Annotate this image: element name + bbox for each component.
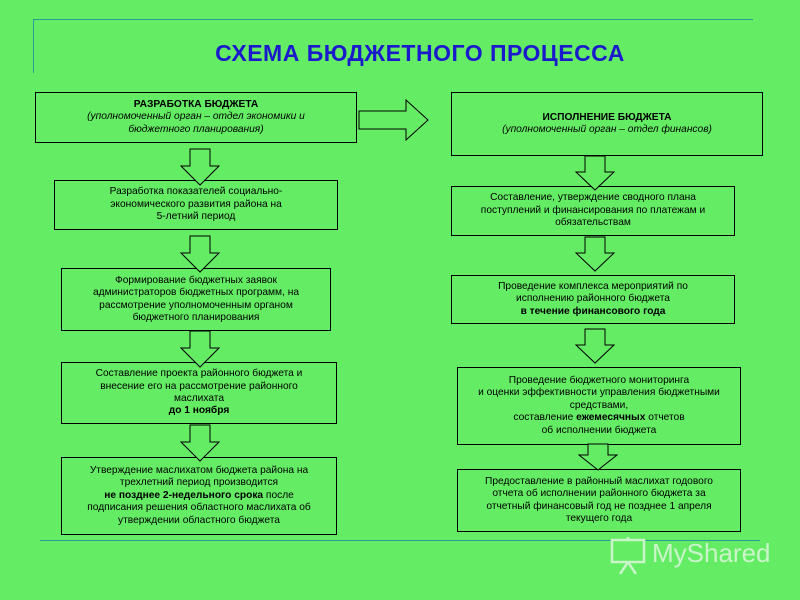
development-header-subtitle: (уполномоченный орган – отдел экономики … <box>87 111 305 123</box>
left-step-2-line: рассмотрение уполномоченным органом <box>99 299 293 311</box>
watermark-logo: MyShared <box>606 536 786 576</box>
right-step-3-line: составление <box>513 412 577 424</box>
left-step-4-deadline-line: не позднее 2-недельного срока после <box>104 490 294 502</box>
down-arrow-icon <box>575 236 615 272</box>
left-step-4-line: подписания решения областного маслихата … <box>87 502 311 514</box>
right-step-3-box: Проведение бюджетного мониторинга и оцен… <box>457 367 741 445</box>
left-step-3-deadline: до 1 ноября <box>168 405 230 417</box>
down-arrow-icon <box>578 443 618 471</box>
left-step-4-line: трехлетний период производится <box>119 477 279 489</box>
development-header-subtitle-2: бюджетного планирования) <box>128 123 264 135</box>
right-step-4-line: отчетный финансовый год не позднее 1 апр… <box>486 500 712 512</box>
right-step-4-line: Предоставление в районный маслихат годов… <box>485 475 713 487</box>
left-step-4-line: после <box>263 489 294 501</box>
right-arrow-icon <box>358 98 429 142</box>
development-header-title: РАЗРАБОТКА БЮДЖЕТА <box>133 98 259 110</box>
right-step-3-line: Проведение бюджетного мониторинга <box>508 374 690 386</box>
down-arrow-icon <box>575 155 615 191</box>
right-step-2-line: Проведение комплекса мероприятий по <box>498 280 688 292</box>
right-step-1-line: поступлений и финансирования по платежам… <box>480 204 706 216</box>
left-step-1-line: экономического развития района на <box>110 198 282 210</box>
right-step-4-box: Предоставление в районный маслихат годов… <box>457 469 741 532</box>
left-step-2-line: бюджетного планирования <box>132 311 260 323</box>
right-step-1-line: Составление, утверждение сводного плана <box>490 192 696 204</box>
down-arrow-icon <box>575 328 615 364</box>
left-vertical-rule <box>33 19 34 73</box>
right-step-3-monthly-line: составление ежемесячных отчетов <box>513 412 684 424</box>
right-step-3-line: и оценки эффективности управления бюджет… <box>478 387 720 399</box>
left-step-2-line: Формирование бюджетных заявок <box>114 274 278 286</box>
right-step-2-line: исполнению районного бюджета <box>516 293 670 305</box>
right-step-4-line: отчета об исполнении районного бюджета з… <box>492 488 706 500</box>
left-step-2-line: администраторов бюджетных программ, на <box>92 287 299 299</box>
left-step-4-line: утверждении областного бюджета <box>118 514 280 526</box>
left-step-1-line: Разработка показателей социально- <box>109 186 283 198</box>
left-step-4-box: Утверждение маслихатом бюджета района на… <box>61 457 337 535</box>
top-rule <box>33 19 753 20</box>
right-step-1-box: Составление, утверждение сводного плана … <box>451 186 735 236</box>
down-arrow-icon <box>180 424 220 462</box>
execution-header-box: ИСПОЛНЕНИЕ БЮДЖЕТА (уполномоченный орган… <box>451 92 763 156</box>
right-step-2-box: Проведение комплекса мероприятий по испо… <box>451 275 735 324</box>
watermark-text: MyShared <box>652 538 771 568</box>
left-step-3-line: маслихата <box>173 393 225 404</box>
left-step-2-box: Формирование бюджетных заявок администра… <box>61 268 331 331</box>
down-arrow-icon <box>180 330 220 368</box>
bottom-rule <box>40 540 760 541</box>
execution-header-title: ИСПОЛНЕНИЕ БЮДЖЕТА <box>542 111 672 123</box>
right-step-1-line: обязательствам <box>555 217 631 229</box>
presentation-board-icon <box>610 537 646 575</box>
left-step-3-box: Составление проекта районного бюджета и … <box>61 362 337 424</box>
left-step-4-deadline: не позднее 2-недельного срока <box>104 489 264 501</box>
execution-header-subtitle: (уполномоченный орган – отдел финансов) <box>502 124 712 135</box>
down-arrow-icon <box>180 235 220 273</box>
right-step-2-deadline: в течение финансового года <box>520 305 666 317</box>
left-step-4-line: Утверждение маслихатом бюджета района на <box>89 464 309 476</box>
left-step-3-line: Составление проекта районного бюджета и <box>95 368 303 380</box>
right-step-4-line: текущего года <box>565 512 633 524</box>
left-step-1-box: Разработка показателей социально- эконом… <box>54 180 338 230</box>
down-arrow-icon <box>180 148 220 186</box>
left-step-3-line: внесение его на рассмотрение районного <box>100 380 298 392</box>
page-title: СХЕМА БЮДЖЕТНОГО ПРОЦЕССА <box>215 40 625 66</box>
right-step-3-line: средствами, <box>569 399 629 411</box>
right-step-3-line: отчетов <box>645 412 685 424</box>
left-step-1-line: 5-летний период <box>156 211 236 223</box>
right-step-3-line: об исполнении бюджета <box>541 424 657 436</box>
development-header-box: РАЗРАБОТКА БЮДЖЕТА (уполномоченный орган… <box>35 92 357 143</box>
right-step-3-monthly: ежемесячных <box>576 412 646 424</box>
